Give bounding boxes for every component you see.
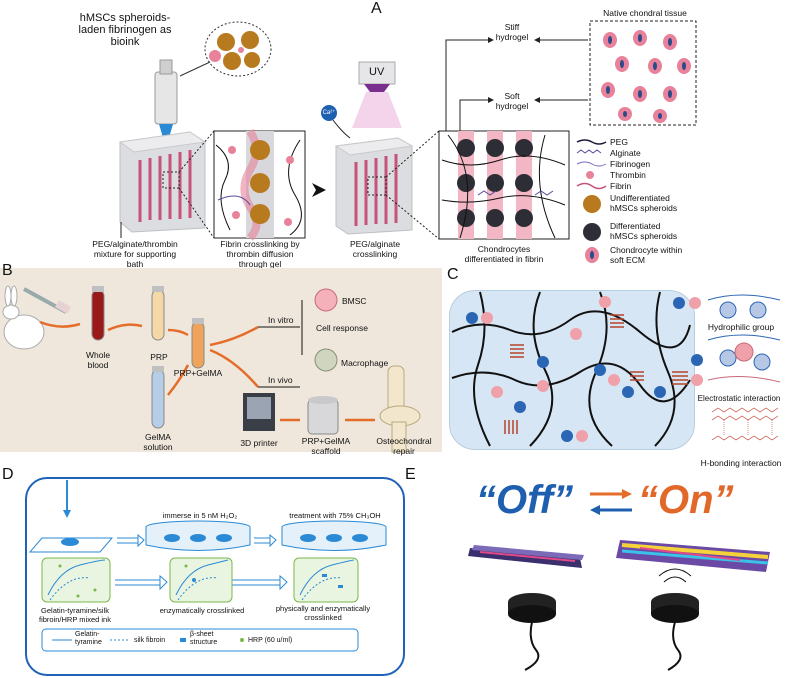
- treatment-label: treatment with 75% CH₃OH: [289, 511, 381, 520]
- in-vitro-label: In vitro: [268, 315, 294, 325]
- syringe-b-icon: [23, 287, 72, 314]
- d-legend-hrp: HRP (60 u/ml): [248, 637, 293, 644]
- chondro-caption: Chondrocytes differentiated in fibrin: [464, 244, 544, 264]
- macrophage-icon: [314, 348, 338, 372]
- legend-fibrin: Fibrin: [610, 181, 632, 191]
- repair-label: Osteochondral repair: [376, 436, 432, 456]
- stiff-label: Stiff hydrogel: [495, 22, 529, 42]
- prp-gelma-label: PRP+GelMA: [173, 368, 223, 378]
- prp-label: PRP: [150, 352, 168, 362]
- immerse-label: immerse in 5 nM H₂O₂: [162, 511, 238, 520]
- scaffold-icon: [307, 396, 339, 435]
- panel-b: [0, 268, 442, 452]
- rabbit-icon: [2, 285, 45, 350]
- b-arrows: [39, 320, 375, 422]
- bmsc-label: BMSC: [342, 296, 367, 306]
- ca-label: Ca²⁺: [322, 110, 336, 116]
- native-label: Native chondral tissue: [603, 8, 687, 18]
- enzymatic-label: enzymatically crosslinked: [159, 606, 245, 615]
- c-right-molecules: [707, 294, 781, 441]
- legend-alginate: Alginate: [610, 148, 641, 158]
- panel-b-letter: B: [2, 262, 13, 279]
- native-tissue-box: [589, 20, 697, 126]
- d-dish-2: [281, 520, 387, 551]
- legend-a-icons: [576, 139, 607, 263]
- in-vivo-label: In vivo: [268, 375, 293, 385]
- zoom-box-1: [178, 128, 306, 241]
- c-h-bonds: [504, 314, 688, 434]
- d-legend-gelatin: Gelatin- tyramine: [75, 631, 102, 646]
- ca-bubble: [321, 105, 337, 121]
- legend-thrombin: Thrombin: [610, 170, 646, 180]
- legend-undiff: Undifferentiated hMSCs spheroids: [610, 193, 678, 213]
- printer-label: 3D printer: [240, 438, 278, 448]
- bioink-spheroids: [209, 31, 260, 70]
- legend-peg: PEG: [610, 137, 628, 147]
- speaker-off-icon: [508, 593, 556, 671]
- fibrin-caption: Fibrin crosslinking by thrombin diffusio…: [220, 239, 300, 269]
- panel-c-letter: C: [447, 266, 459, 283]
- tubes: [91, 286, 205, 429]
- whole-blood-label: Whole blood: [85, 350, 111, 370]
- speaker-on-icon: [651, 568, 699, 671]
- legend-fibrinogen: Fibrinogen: [610, 159, 651, 169]
- off-label: “Off”: [476, 478, 574, 522]
- mixed-ink-label: Gelatin-tyramine/silk fibroin/HRP mixed …: [39, 606, 111, 624]
- scaffold-label: PRP+GelMA scaffold: [301, 436, 351, 456]
- on-label: “On”: [638, 478, 734, 522]
- d-box-3: [293, 557, 359, 603]
- d-legend-beta: β-sheet structure: [190, 631, 218, 646]
- macrophage-label: Macrophage: [341, 358, 389, 368]
- d-arrows: [115, 533, 288, 591]
- c-charges: [466, 296, 703, 442]
- d-box-1: [41, 557, 111, 603]
- hbond-label: H-bonding interaction: [700, 458, 782, 468]
- uv-lamp: [352, 61, 402, 128]
- process-arrow: [312, 183, 326, 197]
- zoom-box-2: [385, 37, 588, 240]
- uv-label: UV: [369, 66, 385, 78]
- knee-icon: [379, 365, 421, 453]
- physical-label: physically and enzymatically crosslinked: [275, 604, 371, 622]
- device-off-icon: [468, 545, 584, 568]
- panel-d-letter: D: [2, 466, 14, 483]
- panel-e-letter: E: [405, 466, 416, 483]
- d-legend-box: [41, 628, 359, 652]
- switch-arrows: [590, 489, 632, 515]
- device-on-icon: [616, 540, 770, 572]
- gelma-label: GelMA solution: [143, 432, 173, 452]
- peg-caption: PEG/alginate crosslinking: [349, 239, 401, 259]
- hydrophilic-label: Hydrophilic group: [707, 322, 775, 332]
- bath-caption: PEG/alginate/thrombin mixture for suppor…: [92, 239, 178, 269]
- bath-cube-1: [118, 131, 207, 238]
- d-box-2: [169, 557, 233, 603]
- printer-icon: [243, 393, 275, 431]
- cell-response-label: Cell response: [316, 323, 368, 333]
- soft-label: Soft hydrogel: [495, 91, 529, 111]
- bmsc-icon: [314, 288, 338, 312]
- d-nozzle: [63, 480, 71, 518]
- panel-a-letter: A: [371, 0, 382, 17]
- d-dish-1: [145, 520, 251, 551]
- bioink-label: hMSCs spheroids- laden fibrinogen as bio…: [78, 12, 172, 48]
- d-legend-silk: silk fibroin: [134, 637, 166, 644]
- legend-chondrocyte: Chondrocyte within soft ECM: [610, 245, 683, 265]
- legend-diff: Differentiated hMSCs spheroids: [610, 221, 678, 241]
- bath-cube-2: [334, 137, 414, 235]
- electrostatic-label: Electrostatic interaction: [697, 394, 781, 403]
